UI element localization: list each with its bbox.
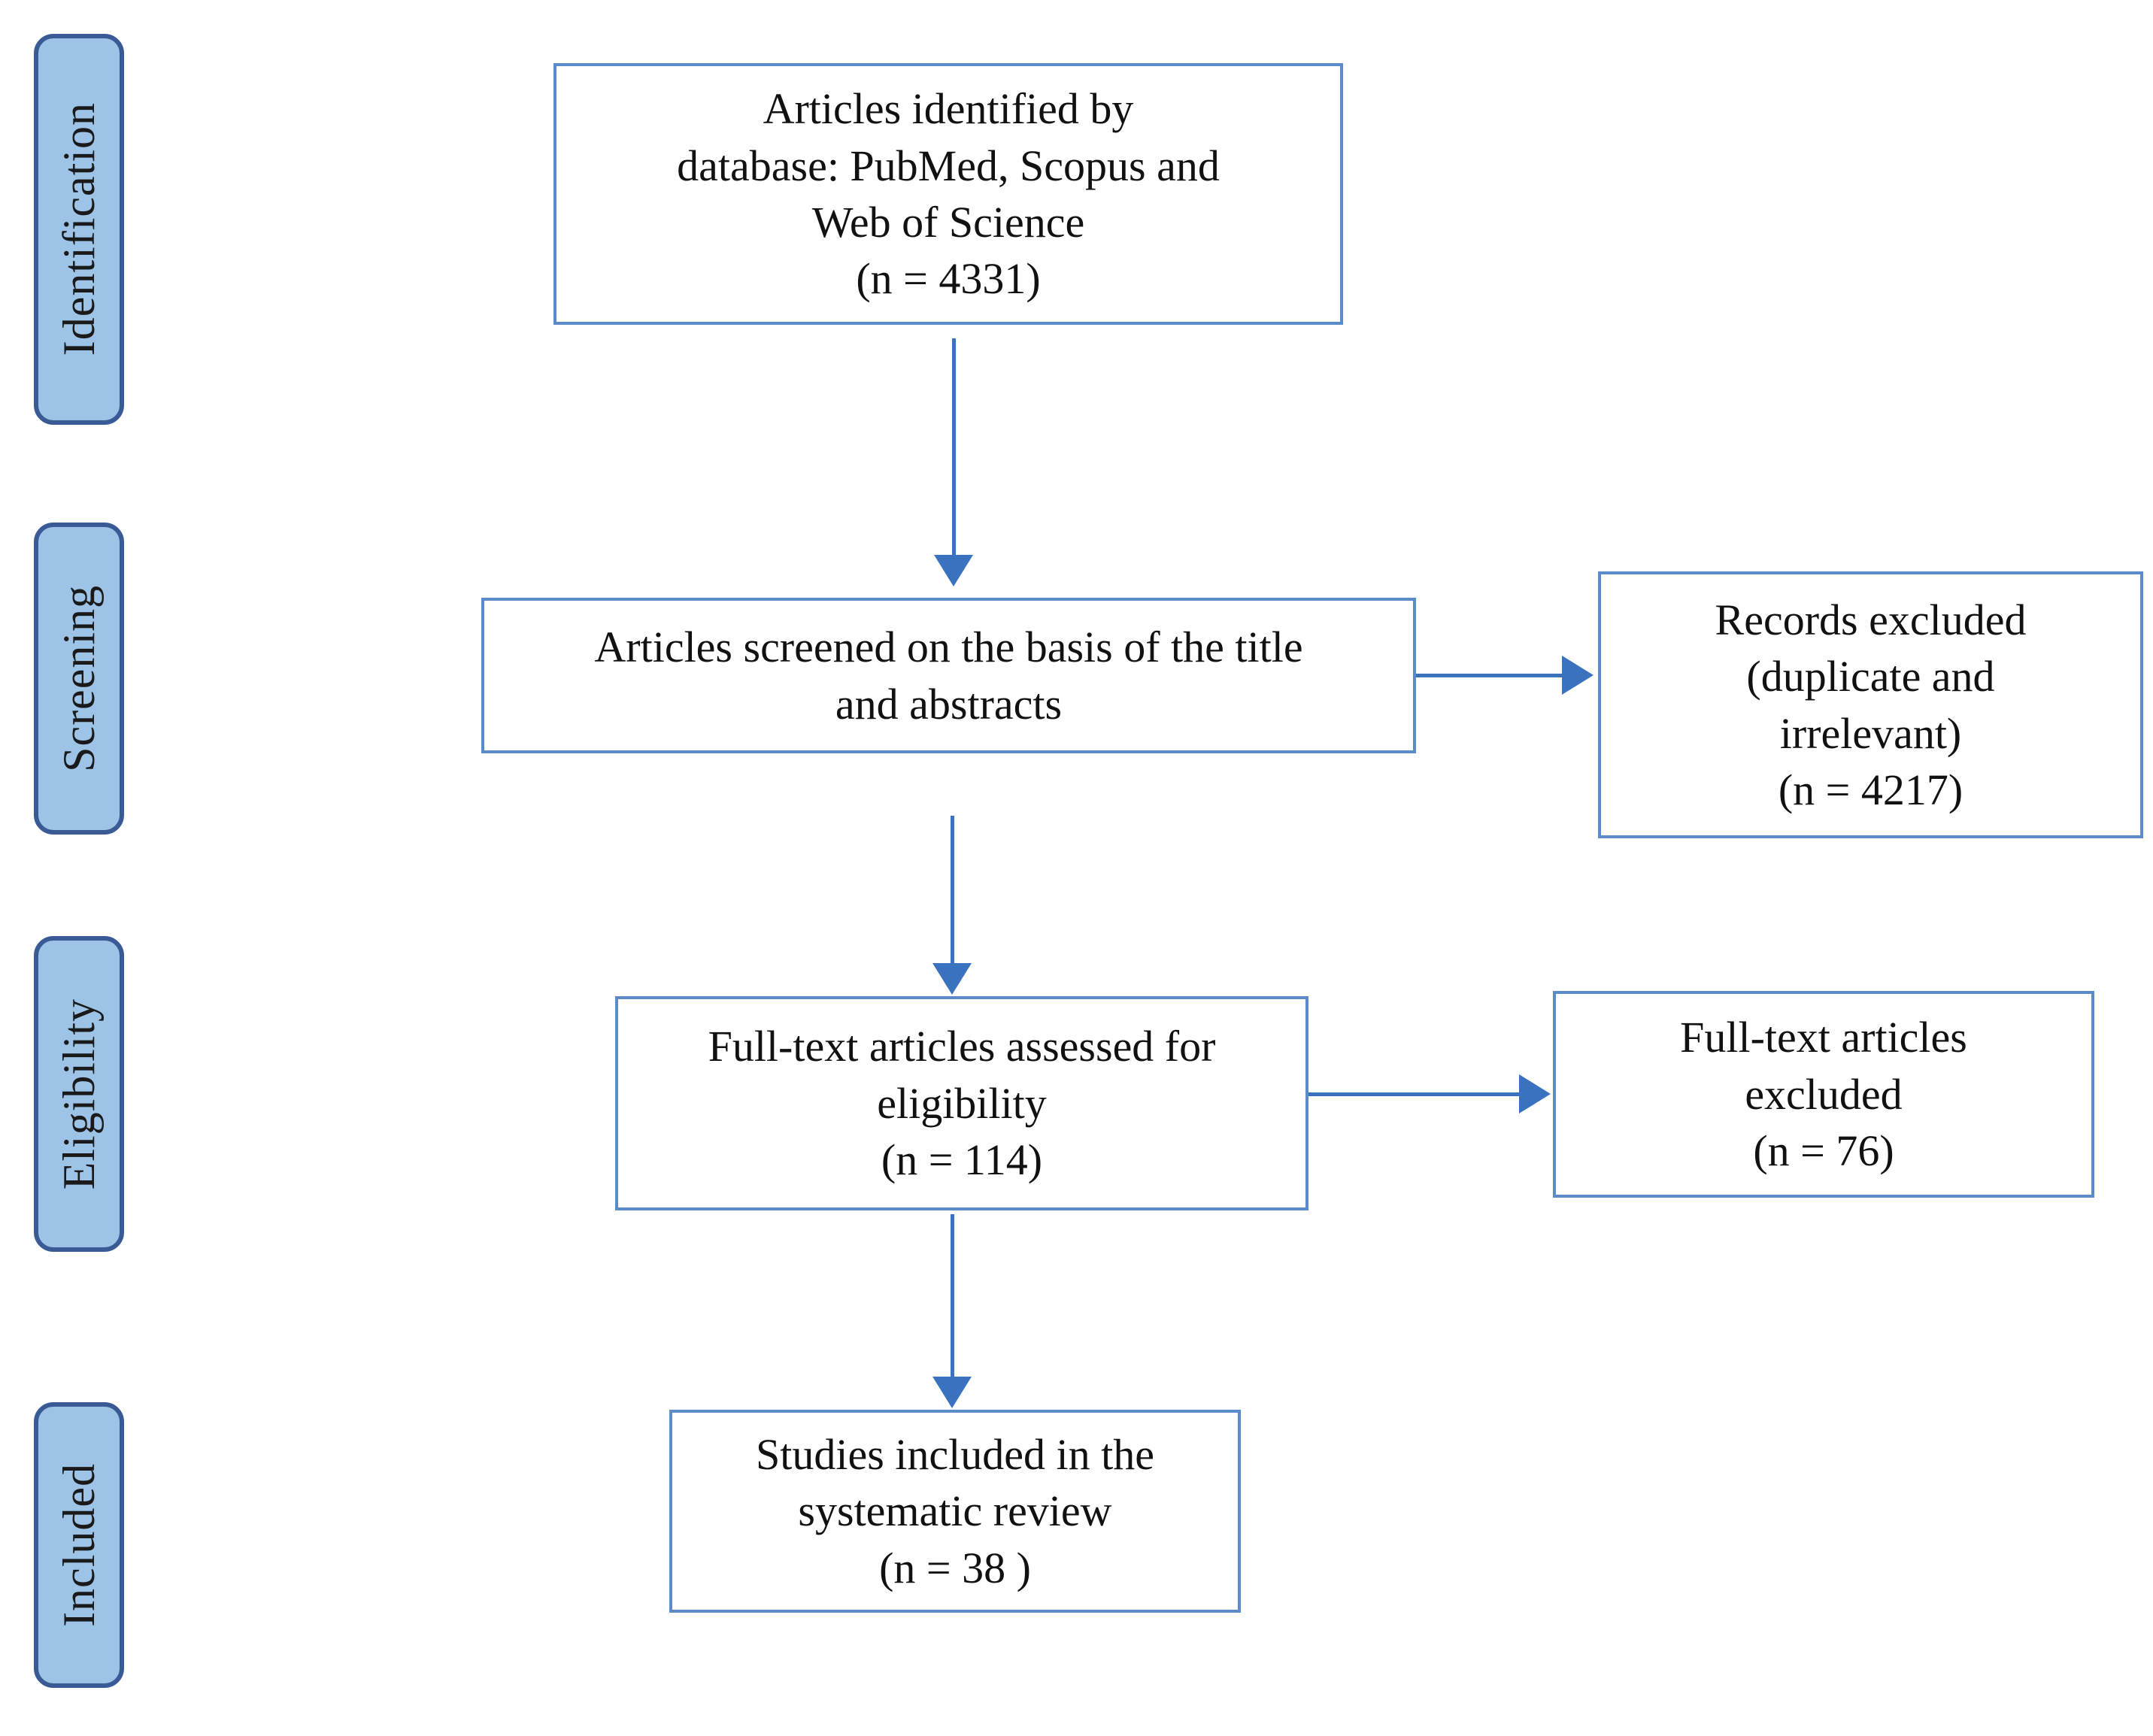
box-fulltext-assessed: Full-text articles assessed for eligibil… bbox=[615, 996, 1308, 1210]
box-articles-screened-text: Articles screened on the basis of the ti… bbox=[594, 623, 1303, 729]
box-included-studies: Studies included in the systematic revie… bbox=[669, 1410, 1241, 1613]
arrow-shaft bbox=[1308, 1092, 1521, 1096]
arrow-head bbox=[932, 963, 972, 995]
box-fulltext-excluded-text: Full-text articles excluded (n = 76) bbox=[1680, 1013, 1967, 1176]
stage-label-identification-text: Identification bbox=[54, 102, 104, 356]
box-included-studies-text: Studies included in the systematic revie… bbox=[756, 1429, 1154, 1592]
box-articles-identified: Articles identified by database: PubMed,… bbox=[553, 63, 1343, 325]
box-records-excluded: Records excluded (duplicate and irreleva… bbox=[1598, 571, 2143, 838]
stage-label-included: Included bbox=[34, 1402, 124, 1688]
arrow-shaft bbox=[951, 816, 954, 965]
stage-label-screening-text: Screening bbox=[54, 585, 104, 772]
box-articles-identified-text: Articles identified by database: PubMed,… bbox=[677, 84, 1220, 304]
stage-label-screening: Screening bbox=[34, 523, 124, 835]
box-records-excluded-text: Records excluded (duplicate and irreleva… bbox=[1715, 595, 2027, 814]
arrow-shaft bbox=[1416, 674, 1563, 677]
arrow-head bbox=[934, 555, 973, 586]
box-fulltext-excluded: Full-text articles excluded (n = 76) bbox=[1553, 991, 2094, 1198]
stage-label-included-text: Included bbox=[54, 1463, 104, 1627]
arrow-head bbox=[1562, 656, 1594, 695]
stage-label-eligibility-text: Eligibility bbox=[54, 998, 104, 1190]
stage-label-identification: Identification bbox=[34, 34, 124, 425]
arrow-head bbox=[932, 1377, 972, 1408]
stage-label-eligibility: Eligibility bbox=[34, 936, 124, 1252]
arrow-shaft bbox=[952, 338, 956, 556]
arrow-head bbox=[1519, 1074, 1551, 1113]
arrow-shaft bbox=[951, 1214, 954, 1378]
box-fulltext-assessed-text: Full-text articles assessed for eligibil… bbox=[708, 1022, 1216, 1185]
box-articles-screened: Articles screened on the basis of the ti… bbox=[481, 598, 1416, 753]
